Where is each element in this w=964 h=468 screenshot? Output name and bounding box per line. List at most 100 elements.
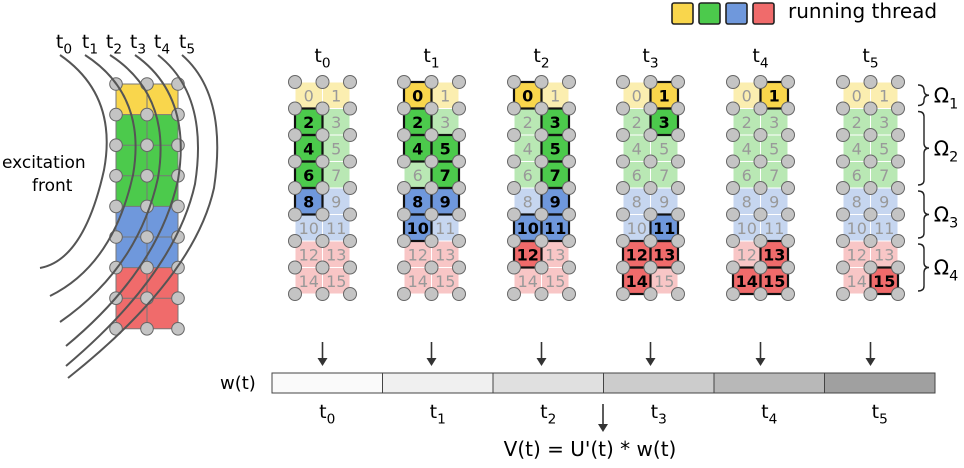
grid-node (643, 101, 658, 116)
omega-label-base: Ω (934, 136, 949, 160)
weight-time-label-subscript: 0 (327, 412, 336, 428)
cell-label: 7 (550, 166, 561, 185)
cell-label: 10 (517, 219, 539, 238)
front-label-line2: front (32, 176, 73, 196)
cell-label: 1 (769, 86, 780, 105)
active-cell-border (759, 80, 790, 110)
front-node (109, 169, 123, 183)
grid-time-label: t0 (314, 45, 330, 72)
cell-label: 3 (659, 113, 670, 132)
grid-node (343, 287, 357, 301)
grid-node (753, 207, 768, 222)
omega-label: Ω1 (934, 83, 958, 112)
cell-label: 13 (653, 245, 675, 264)
grid-node (288, 181, 302, 195)
grid-node (534, 75, 549, 89)
front-label-line1: excitation (2, 153, 86, 173)
grid-node (343, 181, 357, 195)
cell-label: 9 (659, 192, 669, 211)
omega-label-subscript: 2 (949, 149, 958, 165)
legend-swatch (725, 2, 748, 25)
grid-node (534, 154, 549, 169)
grid-node (863, 181, 878, 195)
grid-nodes (507, 75, 576, 301)
grid-node (315, 287, 330, 301)
grid-node (753, 181, 768, 195)
grid-nodes (616, 75, 685, 301)
weight-time-label-base: t (430, 401, 437, 423)
grid-node (397, 260, 411, 275)
cell-label: 11 (544, 219, 566, 238)
grid-node (424, 101, 439, 116)
grid-node (726, 181, 740, 195)
front-time-label-subscript: 1 (89, 42, 98, 58)
cell-label: 12 (408, 245, 428, 264)
grid-node (753, 287, 768, 301)
grid-node (781, 181, 795, 195)
cell-label: 3 (769, 113, 779, 132)
omega-brace (917, 190, 930, 239)
cell-label: 9 (440, 192, 451, 211)
cell-label: 2 (523, 113, 533, 132)
grid-node (343, 128, 357, 142)
grid-node (671, 75, 685, 89)
grid-time-label-base: t (423, 45, 430, 67)
grid-node (562, 101, 576, 116)
grid-node (424, 75, 439, 89)
legend: running thread (671, 0, 937, 25)
cell-label: 4 (852, 139, 862, 158)
cell-label: 4 (412, 139, 423, 158)
cell-label: 0 (852, 86, 862, 105)
grid-node (616, 75, 630, 89)
grid-node (397, 234, 411, 248)
weight-time-label-subscript: 4 (769, 412, 778, 428)
grid-node (753, 75, 768, 89)
cell-label: 4 (742, 139, 752, 158)
cell-label: 1 (331, 86, 341, 105)
cell-label: 15 (763, 272, 785, 291)
cell-label: 4 (523, 139, 533, 158)
cell-label: 14 (299, 272, 319, 291)
front-time-label-subscript: 5 (186, 42, 195, 58)
cell-label: 8 (523, 192, 533, 211)
grid-node (781, 154, 795, 169)
cell-label: 4 (632, 139, 642, 158)
omega-label-subscript: 1 (949, 96, 958, 112)
grid-node (397, 75, 411, 89)
grid-node (424, 287, 439, 301)
front-node (140, 260, 154, 275)
grid-nodes (726, 75, 795, 301)
cell-label: 14 (518, 272, 538, 291)
grid-node (288, 154, 302, 169)
front-time-label-subscript: 0 (63, 42, 72, 58)
grid-node (836, 154, 850, 169)
weight-time-label-subscript: 3 (658, 412, 667, 428)
front-time-label-base: t (154, 31, 161, 53)
active-cell-border (649, 107, 680, 137)
cell-label: 4 (303, 139, 314, 158)
grid-node (315, 181, 330, 195)
grid-node (562, 75, 576, 89)
grid-node (753, 260, 768, 275)
weight-segment (824, 372, 936, 394)
equation-arrow-head (598, 424, 608, 432)
grid-arrow-head (865, 358, 876, 366)
cell-label: 15 (873, 272, 895, 291)
grid-node (836, 287, 850, 301)
weight-time-label: t4 (761, 401, 777, 428)
grid-node (397, 101, 411, 116)
grid-node (836, 260, 850, 275)
grid-node (863, 207, 878, 222)
grid-node (562, 154, 576, 169)
cell-label: 10 (847, 219, 867, 238)
front-time-label-subscript: 2 (113, 42, 122, 58)
grid-node (863, 154, 878, 169)
cell-label: 0 (742, 86, 752, 105)
grid-node (397, 154, 411, 169)
grid-node (753, 154, 768, 169)
